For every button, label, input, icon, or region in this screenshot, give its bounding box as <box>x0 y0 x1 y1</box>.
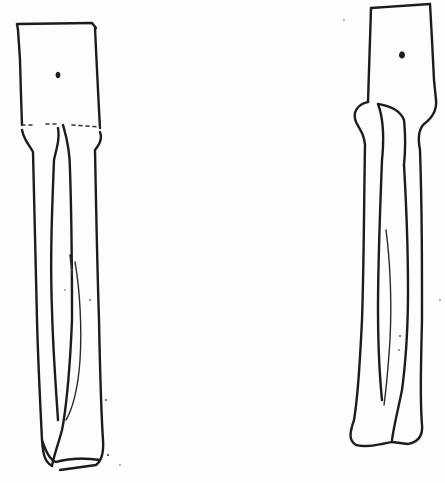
right-forearm-panel <box>343 4 441 446</box>
right-pin-mark <box>399 51 405 58</box>
right-bones <box>351 100 437 446</box>
left-pin-mark <box>56 72 61 78</box>
left-bones <box>22 125 103 470</box>
right-specks <box>343 19 441 351</box>
left-cast-block <box>17 23 100 128</box>
left-forearm-panel <box>17 23 121 470</box>
right-cast-block <box>368 4 436 102</box>
